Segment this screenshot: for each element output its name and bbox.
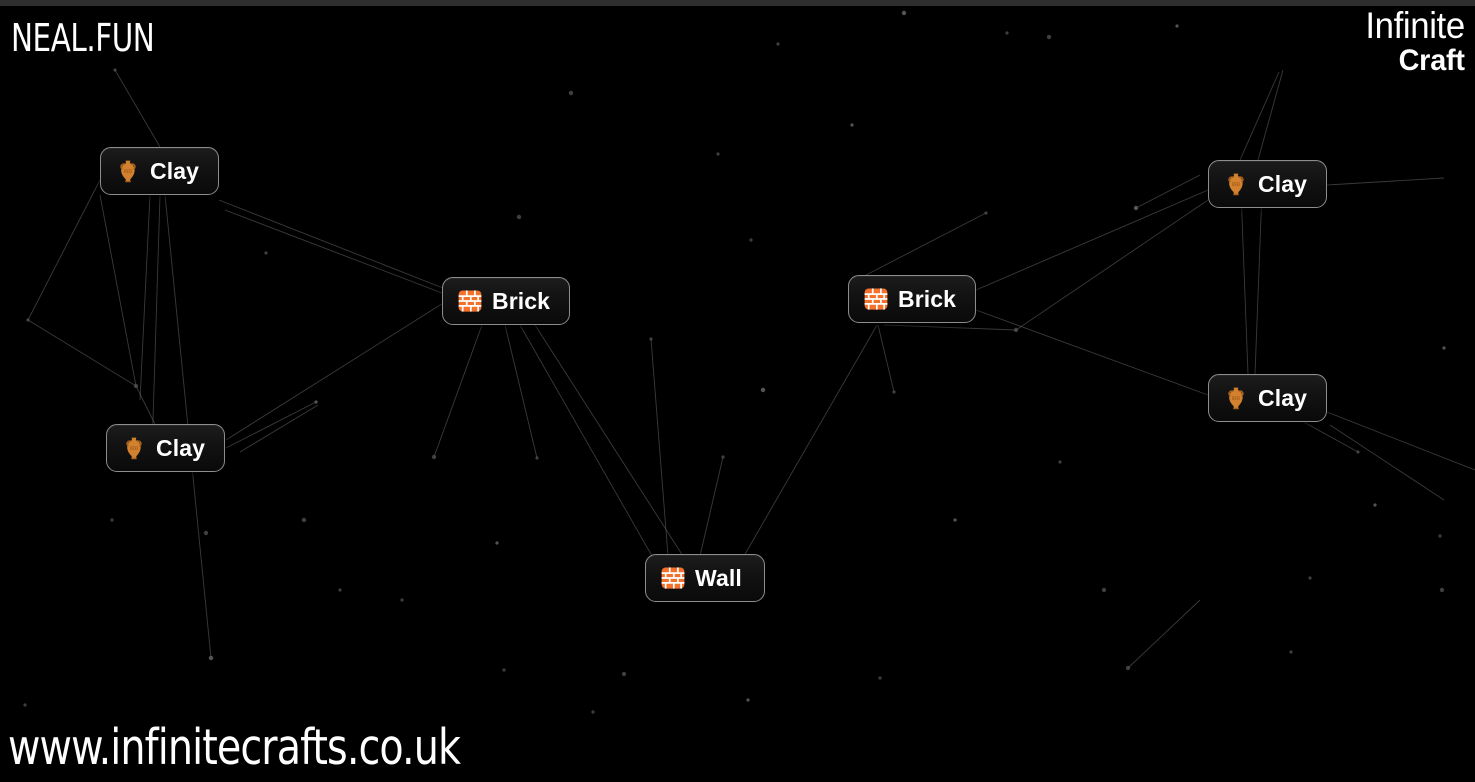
amphora-icon-glyph <box>120 160 136 183</box>
brick-icon <box>660 565 686 591</box>
element-node-label: Clay <box>150 158 199 184</box>
amphora-icon <box>121 435 147 461</box>
browser-top-bar <box>0 0 1475 6</box>
amphora-icon-glyph <box>126 437 142 460</box>
game-title: Infinite Craft <box>1359 5 1466 77</box>
brick-icon-glyph <box>661 567 685 589</box>
element-node-label: Brick <box>898 286 957 312</box>
site-watermark: www.infinitecrafts.co.uk <box>8 719 461 776</box>
brick-icon <box>863 286 889 312</box>
amphora-icon <box>1223 171 1249 197</box>
brick-icon-glyph <box>864 288 888 310</box>
star-dots <box>23 10 1446 714</box>
element-node-brick-2[interactable]: Brick <box>848 275 976 323</box>
element-node-clay-1[interactable]: Clay <box>100 147 219 195</box>
game-title-line-infinite: Infinite <box>1365 5 1466 46</box>
element-node-label: Clay <box>156 435 205 461</box>
element-node-label: Clay <box>1258 385 1307 411</box>
brick-icon-glyph <box>458 290 482 312</box>
element-node-wall-1[interactable]: Wall <box>645 554 765 602</box>
element-node-label: Brick <box>492 288 551 314</box>
element-node-brick-1[interactable]: Brick <box>442 277 570 325</box>
brick-icon <box>457 288 483 314</box>
element-node-label: Clay <box>1258 171 1307 197</box>
element-node-label: Wall <box>695 565 742 591</box>
amphora-icon <box>115 158 141 184</box>
game-title-line-craft: Craft <box>1398 44 1465 77</box>
amphora-icon-glyph <box>1228 387 1244 410</box>
element-node-clay-4[interactable]: Clay <box>1208 374 1327 422</box>
element-node-clay-3[interactable]: Clay <box>1208 160 1327 208</box>
amphora-icon-glyph <box>1228 173 1244 196</box>
neal-fun-logo[interactable]: NEAL.FUN <box>11 16 155 60</box>
element-node-clay-2[interactable]: Clay <box>106 424 225 472</box>
amphora-icon <box>1223 385 1249 411</box>
